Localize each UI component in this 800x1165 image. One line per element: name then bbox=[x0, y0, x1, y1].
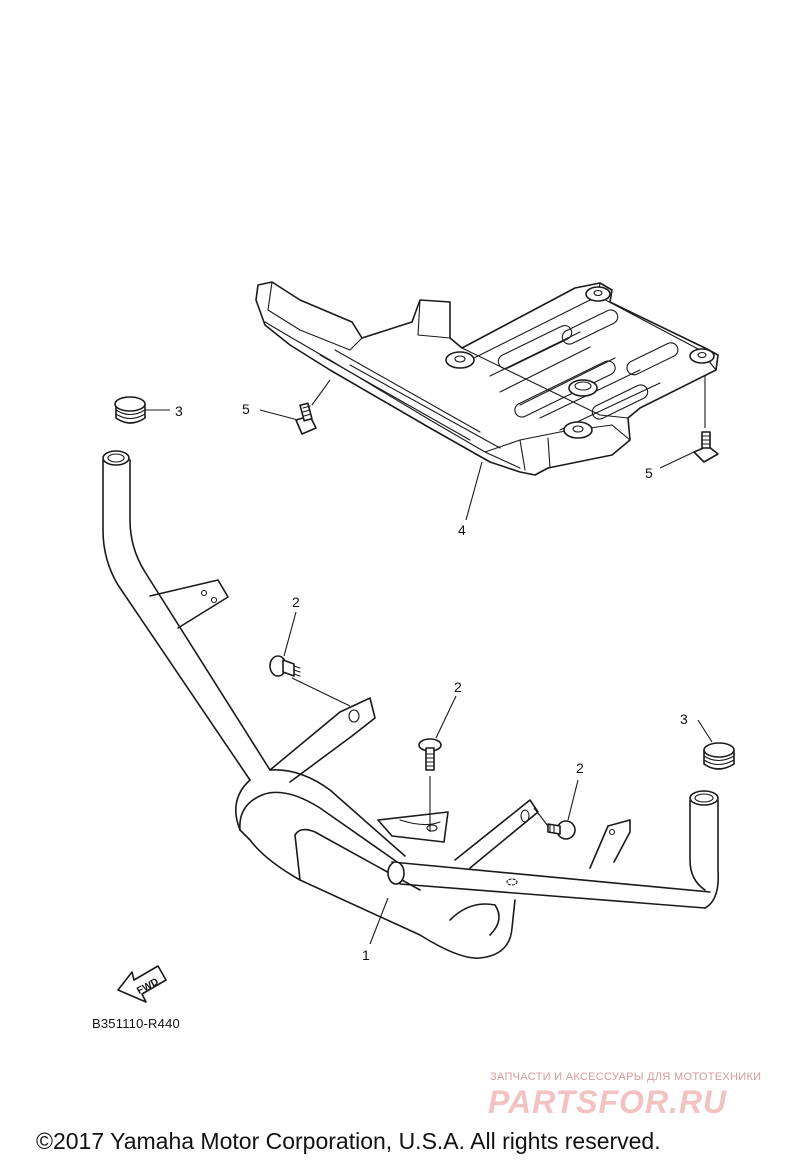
bolt-center bbox=[418, 738, 442, 771]
callout-screw-right: 5 bbox=[645, 465, 653, 481]
callout-bolt-left: 2 bbox=[292, 594, 300, 610]
callout-frame: 1 bbox=[362, 947, 370, 963]
fwd-arrow-icon: FWD bbox=[117, 965, 167, 1003]
diagram-code: B351110-R440 bbox=[92, 1016, 180, 1031]
cap-left bbox=[114, 396, 146, 424]
callout-bolt-center: 2 bbox=[454, 679, 462, 695]
callout-skid-plate: 4 bbox=[458, 522, 466, 538]
bolt-left bbox=[269, 655, 301, 677]
callout-bolt-right: 2 bbox=[576, 760, 584, 776]
leader-lines bbox=[145, 375, 713, 945]
callout-screw-left: 5 bbox=[242, 401, 250, 417]
screw-left bbox=[295, 402, 317, 435]
callout-cap-left: 3 bbox=[175, 403, 183, 419]
bolt-right bbox=[547, 820, 576, 840]
copyright-notice: ©2017 Yamaha Motor Corporation, U.S.A. A… bbox=[36, 1128, 661, 1154]
watermark-logo: PARTSFOR.RU bbox=[488, 1084, 728, 1120]
skid-plate bbox=[255, 281, 719, 476]
cap-right bbox=[703, 742, 735, 770]
guard-frame bbox=[102, 450, 720, 959]
screw-right bbox=[693, 431, 719, 463]
watermark-tagline: ЗАПЧАСТИ И АКСЕССУАРЫ ДЛЯ МОТОТЕХНИКИ bbox=[490, 1071, 762, 1083]
callout-cap-right: 3 bbox=[680, 711, 688, 727]
